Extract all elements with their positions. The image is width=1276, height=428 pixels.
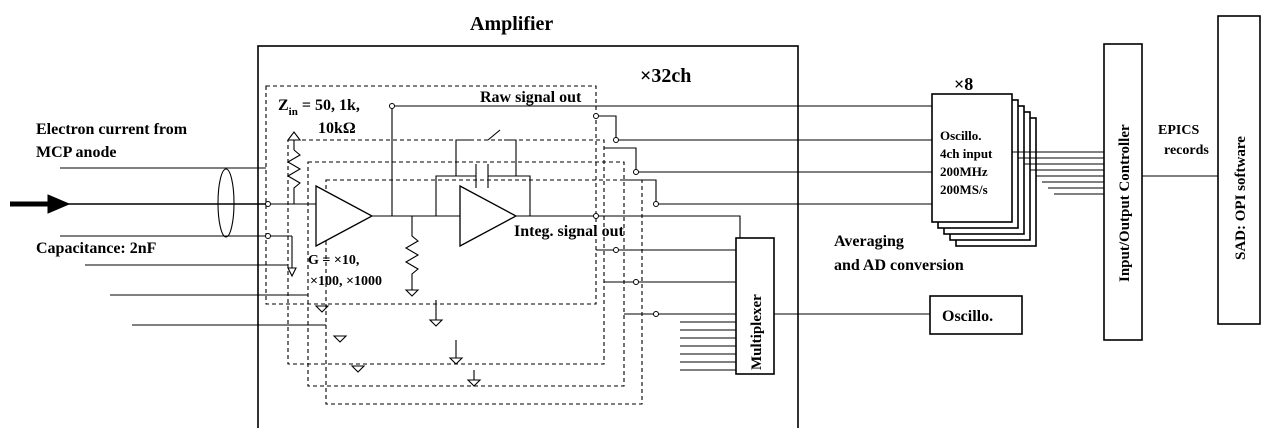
averaging-label-line1: Averaging xyxy=(834,233,904,250)
zin-label-line2: 10kΩ xyxy=(318,120,356,137)
sad-label: SAD: OPI software xyxy=(1233,136,1249,260)
oscillo-to-ioc-bus xyxy=(1012,151,1104,195)
gain-resistor xyxy=(404,216,420,297)
oscillo-multi-line1: Oscillo. xyxy=(940,128,982,143)
channel-count-32: ×32ch xyxy=(640,65,691,87)
preamp-triangle xyxy=(315,184,374,248)
oscillo-single-box xyxy=(929,295,1023,335)
oscillo-stack xyxy=(931,93,1037,247)
channel-stack xyxy=(265,85,643,405)
coax-ellipse xyxy=(217,168,235,238)
averaging-label-line2: and AD conversion xyxy=(834,257,964,274)
multiplexer-label: Multiplexer xyxy=(749,294,765,370)
gain-label-line1: G = ×10, xyxy=(308,253,359,268)
amplifier-title: Amplifier xyxy=(470,13,553,35)
tap-dots xyxy=(389,103,659,317)
channel-count-8: ×8 xyxy=(954,74,973,94)
integrator-feedback xyxy=(435,129,531,216)
input-lines xyxy=(60,167,326,326)
oscillo-feed-lines xyxy=(796,105,932,205)
input-label-line2: MCP anode xyxy=(36,144,116,161)
epics-label-line1: EPICS xyxy=(1158,123,1199,138)
epics-label-line2: records xyxy=(1164,143,1209,158)
multiplexer-box xyxy=(735,237,775,375)
ioc-label: Input/Output Controller xyxy=(1117,124,1133,282)
input-label-line1: Electron current from xyxy=(36,121,188,138)
oscillo-single-label: Oscillo. xyxy=(942,308,993,325)
ioc-box xyxy=(1103,43,1143,341)
ground-symbols xyxy=(314,300,482,387)
capacitance-label: Capacitance: 2nF xyxy=(36,240,157,257)
oscillo-multi-line3: 200MHz xyxy=(940,164,988,179)
oscillo-multi-line2: 4ch input xyxy=(940,146,993,161)
input-arrow xyxy=(10,194,71,214)
gain-label-line2: ×100, ×1000 xyxy=(310,274,382,289)
sad-box xyxy=(1217,15,1261,325)
amp1-ground xyxy=(287,236,297,278)
integ-signal-label: Integ. signal out xyxy=(514,223,624,240)
multiplexer-inputs xyxy=(680,321,736,371)
raw-signal-label: Raw signal out xyxy=(480,89,582,106)
oscillo-multi-line4: 200MS/s xyxy=(940,182,988,197)
zin-label: Zin = 50, 1k, xyxy=(278,97,360,118)
input-resistor xyxy=(286,131,302,204)
